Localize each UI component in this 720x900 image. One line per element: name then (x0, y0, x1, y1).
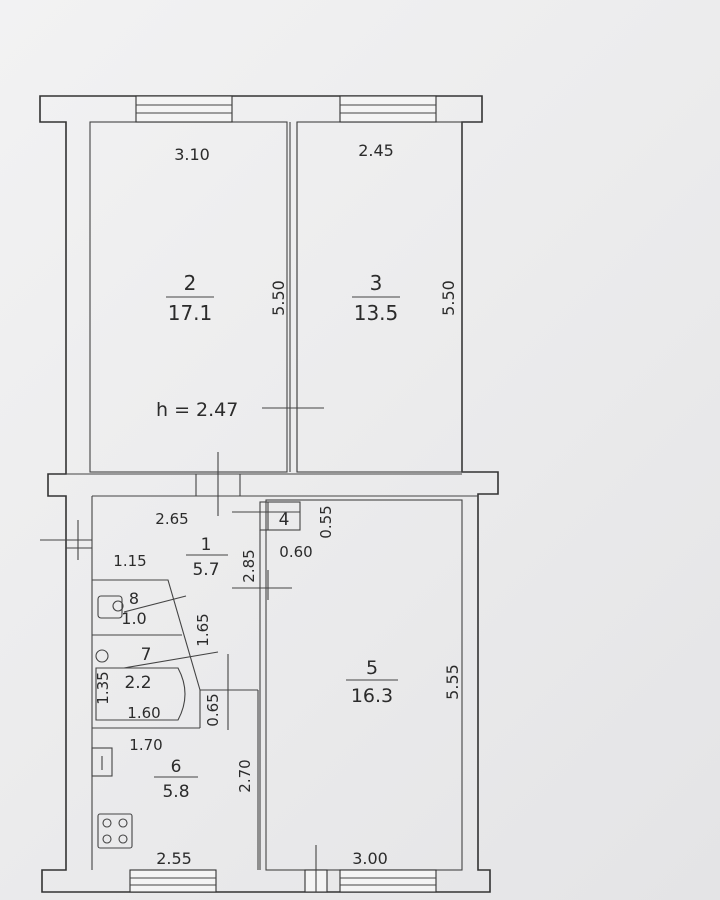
room-6-width: 2.55 (156, 849, 192, 868)
room-5-label: 5 16.3 (346, 657, 398, 707)
window-room-5 (339, 869, 437, 893)
window-room-3 (339, 95, 437, 123)
room-8-label: 8 1.0 (121, 589, 146, 628)
room-8-number: 8 (129, 589, 139, 608)
room-2-label: 2 17.1 (166, 271, 214, 325)
walls (39, 95, 499, 893)
room-6-area: 5.8 (162, 782, 189, 802)
sink-icon (95, 649, 109, 663)
room-7-offset: 0.65 (204, 693, 222, 726)
room-5-area: 16.3 (351, 685, 393, 707)
ceiling-height: h = 2.47 (156, 399, 238, 421)
room-1-length: 2.85 (240, 549, 258, 582)
room-7-width: 1.60 (127, 704, 160, 722)
window-room-2 (135, 95, 233, 123)
toilet-bowl-icon (112, 600, 124, 612)
room-7-number: 7 (141, 645, 152, 665)
room-6-length: 2.70 (236, 759, 254, 792)
dimension-labels: 3.10 2.45 5.50 5.50 h = 2.47 2.65 1.15 2… (94, 141, 462, 868)
kitchen-sink-icon (91, 747, 113, 777)
window-room-6 (129, 869, 217, 893)
room-1-side: 1.15 (113, 552, 146, 570)
room-5-length: 5.55 (443, 664, 462, 700)
bathroom-block (92, 579, 258, 691)
room-7-length: 1.35 (94, 671, 112, 704)
room-8-length: 1.65 (194, 613, 212, 646)
room-4-number: 4 (279, 510, 290, 530)
room-6-label: 6 5.8 (154, 757, 198, 802)
windows (129, 95, 437, 893)
room-5-number: 5 (366, 657, 378, 679)
room-7-area: 2.2 (124, 673, 151, 693)
room-3-width: 2.45 (358, 141, 394, 160)
room-4-width: 0.60 (279, 543, 312, 561)
room-3-length: 5.50 (439, 280, 458, 316)
toilet-icon (97, 595, 123, 619)
room-3-label: 3 13.5 (352, 271, 400, 325)
room-4-length: 0.55 (317, 505, 335, 538)
room-1-area: 5.7 (192, 560, 219, 580)
room-8-area: 1.0 (121, 609, 146, 628)
room-5-width: 3.00 (352, 849, 388, 868)
room-7-label: 7 2.2 (124, 645, 151, 693)
room-2-area: 17.1 (168, 301, 213, 325)
outer-wall (39, 95, 499, 893)
room-1-label: 1 5.7 (186, 535, 228, 580)
room-6-number: 6 (171, 757, 182, 777)
room-3-area: 13.5 (354, 301, 399, 325)
room-2-number: 2 (184, 271, 197, 295)
room-3-number: 3 (370, 271, 383, 295)
room-1-width: 2.65 (155, 510, 188, 528)
dimension-ticks (40, 407, 324, 730)
room-2-width: 3.10 (174, 145, 210, 164)
room-2-length: 5.50 (269, 280, 288, 316)
balcony-door (304, 845, 328, 893)
room-1-number: 1 (201, 535, 212, 555)
room-6-side: 1.70 (129, 736, 162, 754)
stove-icon (97, 813, 133, 849)
room-4-outline (259, 501, 301, 531)
bathtub-icon (95, 667, 186, 721)
room-4-label: 4 (279, 510, 290, 530)
fixtures (91, 595, 186, 849)
